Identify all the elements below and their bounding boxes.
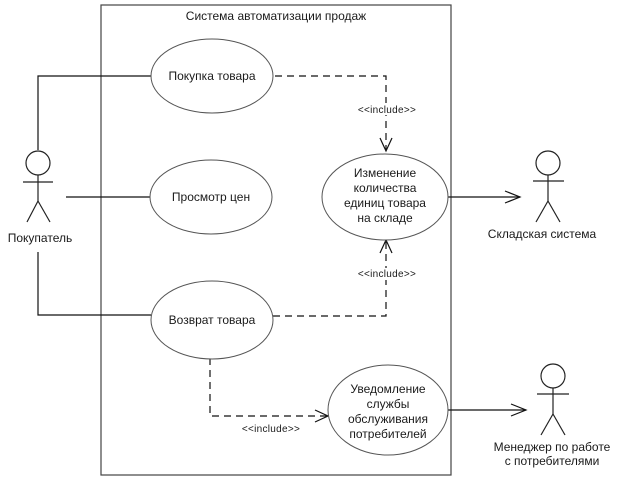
actor-label: Менеджер по работе — [494, 440, 611, 454]
use-case-notify[interactable]: Уведомление службы обслуживания потребит… — [327, 364, 449, 456]
system-title: Система автоматизации продаж — [186, 9, 366, 23]
include-label: <<include>> — [242, 424, 300, 435]
svg-text:Изменение: Изменение — [354, 166, 417, 180]
svg-text:Уведомление: Уведомление — [350, 382, 426, 396]
association-arrowhead — [510, 403, 528, 417]
svg-text:Покупка товара: Покупка товара — [169, 69, 256, 83]
association-arrowhead — [504, 190, 522, 204]
include-arrowhead — [379, 137, 393, 153]
association-buyer-return — [37, 252, 151, 316]
include-label: <<include>> — [358, 105, 416, 116]
stick-figure-icon — [537, 363, 569, 436]
include-return-notify — [209, 358, 328, 417]
actor-warehouse-system[interactable]: Складская система — [488, 150, 597, 241]
use-case-buy[interactable]: Покупка товара — [150, 38, 274, 114]
include-label: <<include>> — [358, 269, 416, 280]
association-buyer-buy — [37, 75, 151, 150]
svg-text:единиц товара: единиц товара — [344, 196, 426, 210]
use-case-prices[interactable]: Просмотр цен — [149, 159, 273, 235]
svg-text:обслуживания: обслуживания — [348, 412, 428, 426]
svg-text:потребителей: потребителей — [349, 427, 426, 441]
svg-text:количества: количества — [354, 181, 417, 195]
stick-figure-icon — [23, 150, 53, 223]
stick-figure-icon — [533, 150, 564, 223]
use-case-return[interactable]: Возврат товара — [150, 280, 274, 360]
use-case-stock[interactable]: Изменение количества единиц товара на ск… — [321, 153, 449, 241]
actor-manager[interactable]: Менеджер по работе с потребителями — [494, 363, 611, 468]
svg-text:Возврат товара: Возврат товара — [169, 313, 256, 327]
actor-label: с потребителями — [505, 454, 600, 468]
svg-text:Просмотр цен: Просмотр цен — [172, 190, 250, 204]
include-buy-stock — [275, 75, 387, 150]
svg-text:службы: службы — [367, 397, 410, 411]
actor-buyer[interactable]: Покупатель — [8, 150, 72, 245]
actor-label: Покупатель — [8, 231, 72, 245]
actor-label: Складская система — [488, 227, 597, 241]
svg-text:на складе: на складе — [357, 211, 413, 225]
include-return-stock — [273, 240, 387, 317]
